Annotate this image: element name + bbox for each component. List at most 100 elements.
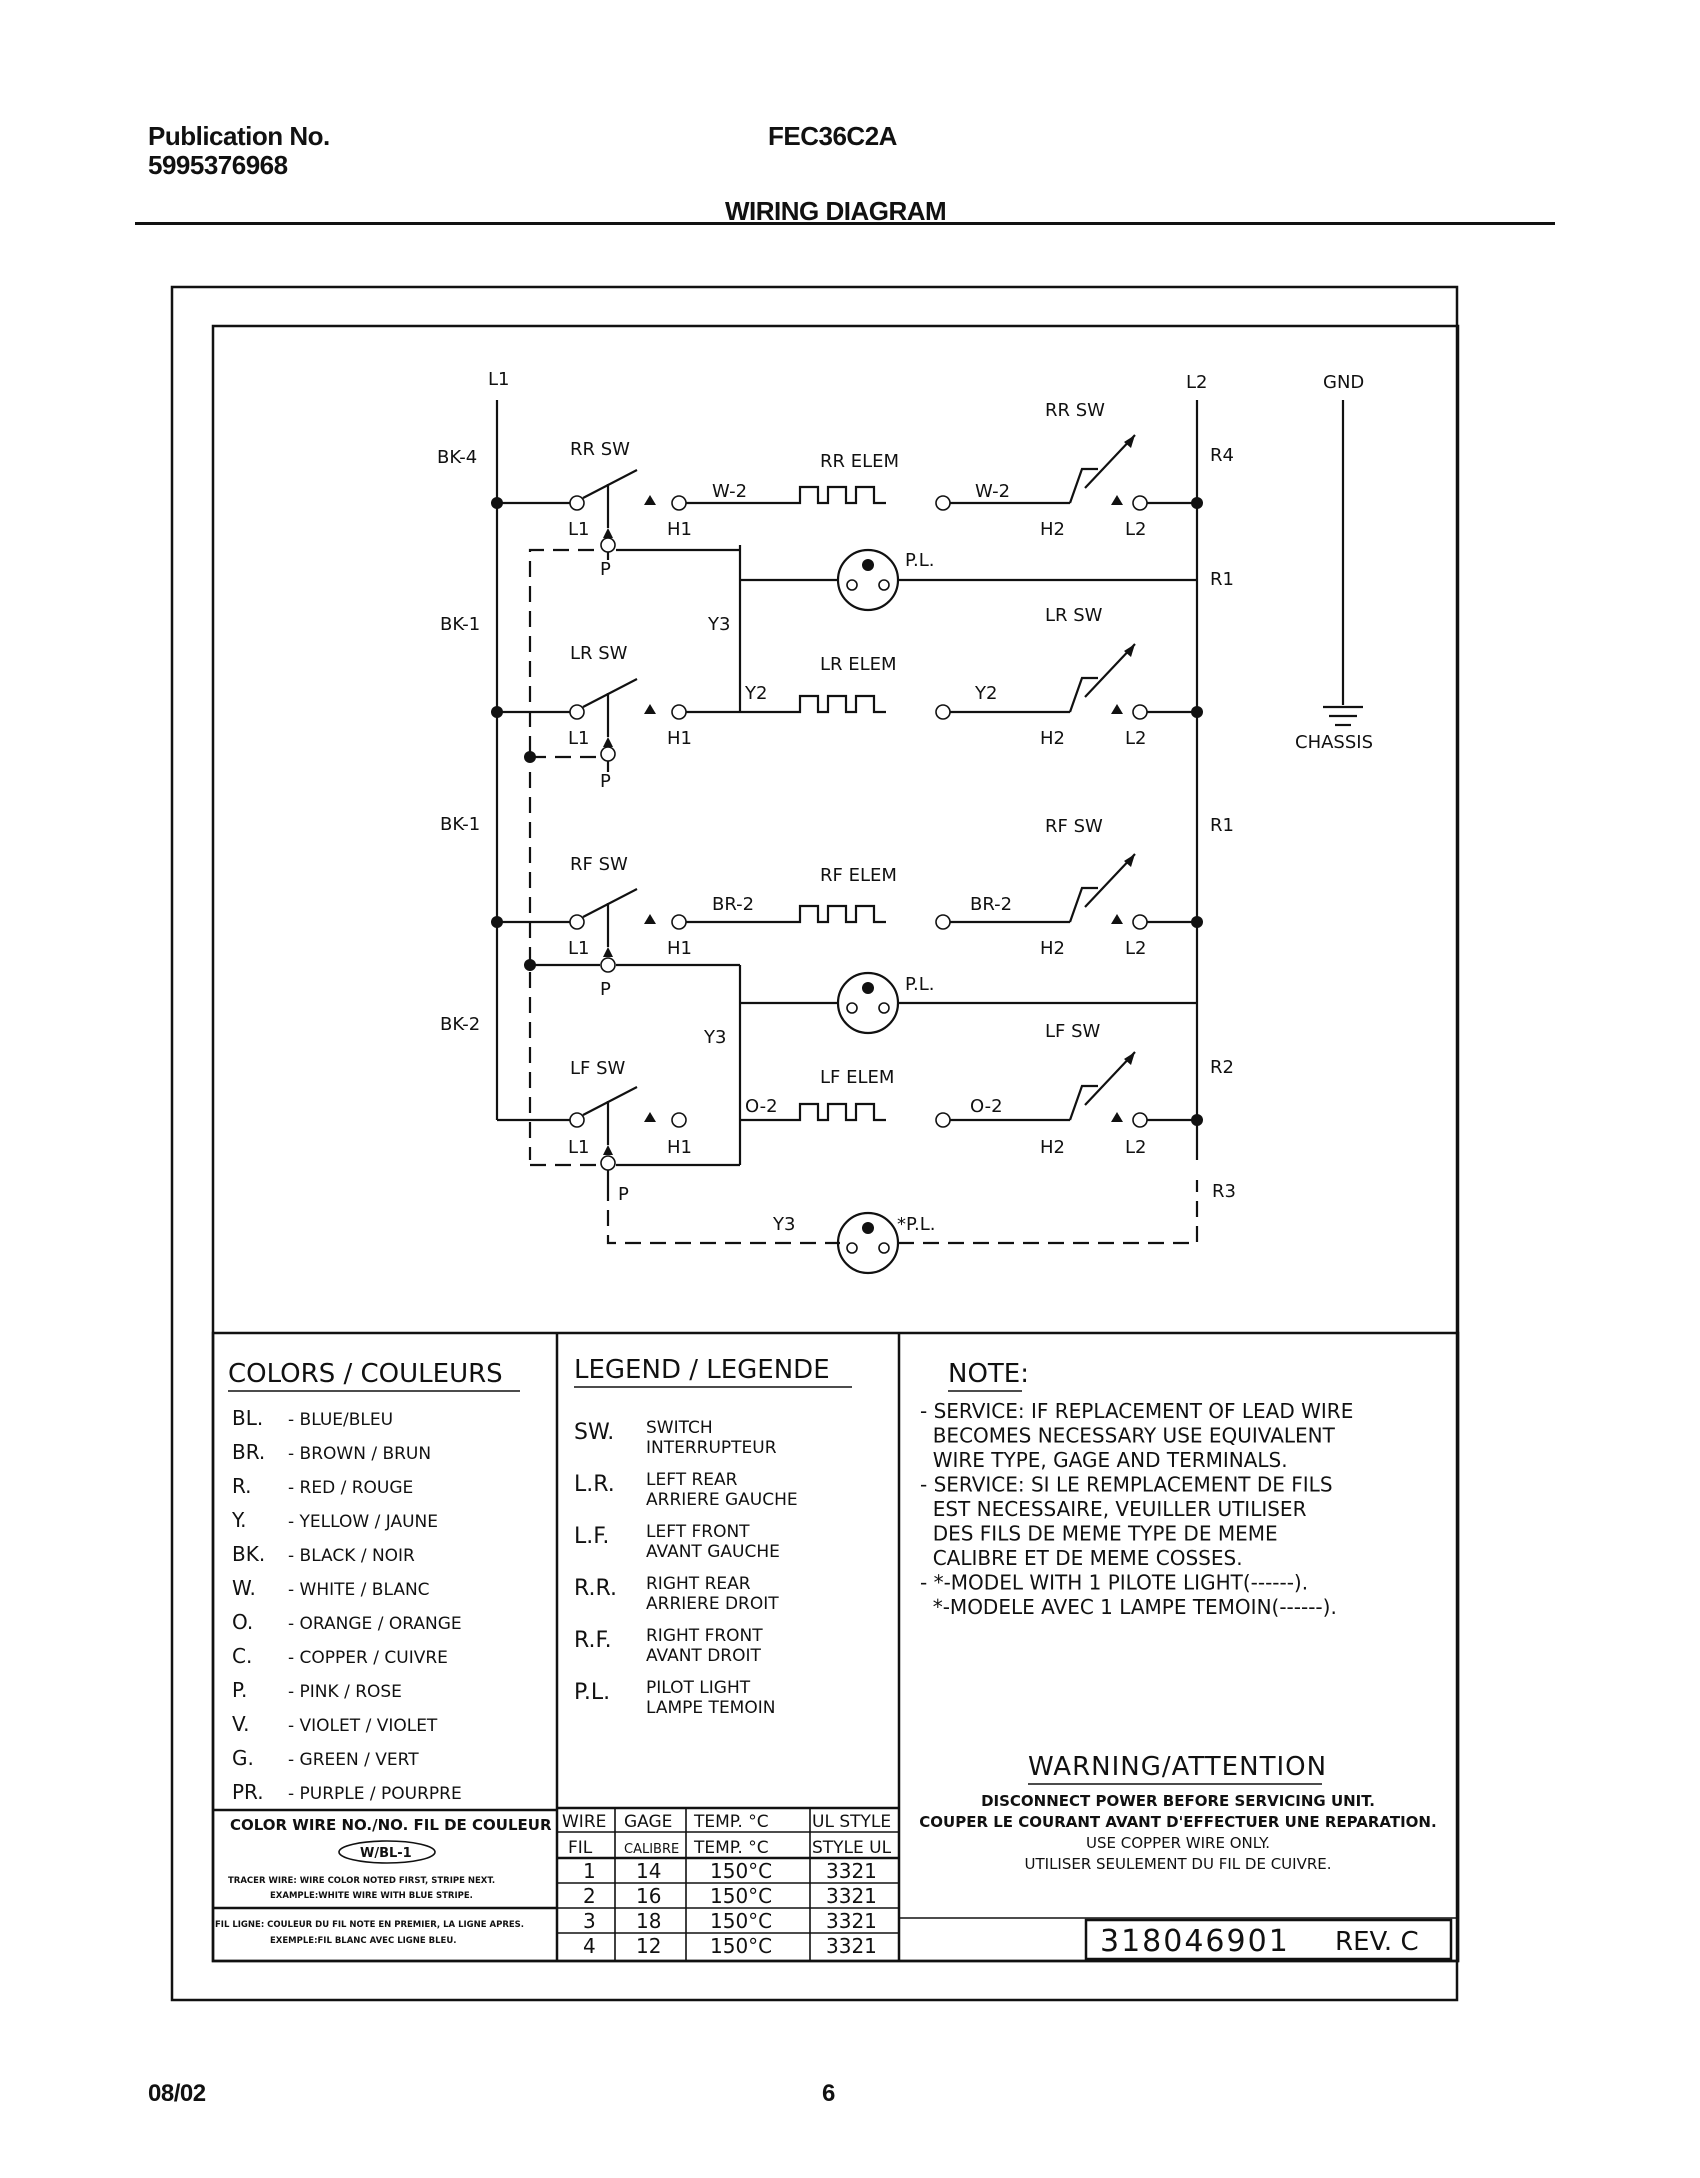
row-rr: RR SW RR ELEM W-2 W-2 RR SW L1 H1 P H2 L… — [491, 400, 1203, 580]
outer-frame — [170, 285, 1459, 2002]
color-code: C. — [232, 1644, 252, 1668]
svg-text:BR-2: BR-2 — [712, 894, 754, 915]
right-label-2: R1 — [1210, 569, 1234, 590]
svg-text:L1: L1 — [568, 1137, 589, 1158]
svg-text:L2: L2 — [1125, 1137, 1146, 1158]
wire-table-header: UL STYLE — [812, 1812, 891, 1832]
legend-fr: AVANT DROIT — [646, 1646, 762, 1666]
svg-text:Y3: Y3 — [707, 614, 730, 635]
note-title: NOTE: — [948, 1359, 1029, 1389]
svg-text:EXAMPLE:WHITE WIRE WITH BLUE S: EXAMPLE:WHITE WIRE WITH BLUE STRIPE. — [270, 1891, 473, 1901]
svg-text:LR SW: LR SW — [570, 643, 628, 664]
row-lf: LF SW LF ELEM O-2 O-2 LF SW L1 H1 H2 L2 … — [497, 1021, 1203, 1205]
color-code: O. — [232, 1610, 253, 1634]
svg-text:BR-2: BR-2 — [970, 894, 1012, 915]
note-list: - SERVICE: IF REPLACEMENT OF LEAD WIRE B… — [920, 1399, 1353, 1619]
part-number: 318046901 — [1100, 1924, 1290, 1959]
legend-en: RIGHT REAR — [646, 1574, 751, 1594]
svg-text:LF SW: LF SW — [1045, 1021, 1101, 1042]
note-line: EST NECESSAIRE, VEUILLER UTILISER — [920, 1497, 1307, 1521]
legend-fr: ARRIERE DROIT — [646, 1594, 779, 1614]
left-label-4: BK-2 — [440, 1014, 480, 1035]
svg-text:LR ELEM: LR ELEM — [820, 654, 897, 675]
l2-label: L2 — [1186, 372, 1207, 393]
svg-text:FIL LIGNE: COULEUR DU FIL NOTE: FIL LIGNE: COULEUR DU FIL NOTE EN PREMIE… — [215, 1920, 524, 1930]
svg-text:H1: H1 — [667, 1137, 692, 1158]
wire-table-cell: 16 — [636, 1884, 661, 1908]
part-number-box — [1084, 1918, 1453, 1961]
wire-table-cell: 3 — [583, 1909, 596, 1933]
note-line: WIRE TYPE, GAGE AND TERMINALS. — [920, 1448, 1288, 1472]
svg-text:L2: L2 — [1125, 728, 1146, 749]
color-name: - PINK / ROSE — [288, 1682, 402, 1702]
chassis-label: CHASSIS — [1295, 732, 1373, 753]
wire-table-header: WIRE — [562, 1812, 606, 1832]
wire-table-cell: 1 — [583, 1859, 596, 1883]
wire-table-cell: 14 — [636, 1859, 661, 1883]
wire-table-cell: 2 — [583, 1884, 596, 1908]
wire-table-cell: 3321 — [826, 1909, 877, 1933]
warning-line: UTILISER SEULEMENT DU FIL DE CUIVRE. — [1025, 1855, 1332, 1873]
svg-text:H1: H1 — [667, 519, 692, 540]
svg-text:O-2: O-2 — [970, 1096, 1003, 1117]
color-code: V. — [232, 1712, 249, 1736]
svg-text:H2: H2 — [1040, 938, 1065, 959]
wire-table-cell: 12 — [636, 1934, 661, 1958]
wire-table-header: TEMP. °C — [693, 1812, 769, 1832]
svg-text:W-2: W-2 — [712, 481, 747, 502]
legend-code: R.R. — [574, 1576, 617, 1601]
legend-en: RIGHT FRONT — [646, 1626, 763, 1646]
svg-text:L1: L1 — [568, 519, 589, 540]
wire-table-cell: 150°C — [710, 1884, 772, 1908]
wire-example-badge — [338, 1840, 436, 1864]
note-line: - SERVICE: IF REPLACEMENT OF LEAD WIRE — [920, 1399, 1353, 1423]
legend-fr: INTERRUPTEUR — [646, 1438, 777, 1458]
color-code: PR. — [232, 1780, 264, 1804]
revision: REV. C — [1335, 1927, 1419, 1957]
row-lr: LR SW LR ELEM Y2 Y2 LR SW L1 H1 P H2 L2 — [491, 605, 1203, 792]
wire-table-cell: 18 — [636, 1909, 661, 1933]
svg-text:L1: L1 — [568, 728, 589, 749]
right-label-5: R3 — [1212, 1181, 1236, 1202]
svg-text:P: P — [600, 559, 611, 580]
wire-table-cell: 150°C — [710, 1934, 772, 1958]
right-label-1: R4 — [1210, 445, 1234, 466]
legend-fr: LAMPE TEMOIN — [646, 1698, 775, 1718]
wire-table-header: FIL — [568, 1838, 593, 1858]
section-title: WIRING DIAGRAM — [725, 196, 947, 226]
warning-line: USE COPPER WIRE ONLY. — [1086, 1834, 1270, 1852]
color-code: BL. — [232, 1406, 263, 1430]
legend-code: P.L. — [574, 1680, 610, 1705]
svg-text:TRACER WIRE: WIRE COLOR NOTED: TRACER WIRE: WIRE COLOR NOTED FIRST, STR… — [228, 1876, 495, 1886]
right-label-4: R2 — [1210, 1057, 1234, 1078]
legend-title: LEGEND / LEGENDE — [574, 1355, 830, 1385]
right-label-3: R1 — [1210, 815, 1234, 836]
wire-no-title: COLOR WIRE NO./NO. FIL DE COULEUR — [230, 1816, 552, 1834]
svg-text:H2: H2 — [1040, 519, 1065, 540]
svg-text:H2: H2 — [1040, 1137, 1065, 1158]
left-label-2: BK-1 — [440, 614, 480, 635]
color-name: - WHITE / BLANC — [288, 1580, 430, 1600]
svg-text:Y2: Y2 — [974, 683, 997, 704]
note-line: BECOMES NECESSARY USE EQUIVALENT — [920, 1424, 1336, 1448]
l1-label: L1 — [488, 369, 509, 390]
dashed-loop-1 — [528, 548, 600, 752]
svg-text:L1: L1 — [568, 938, 589, 959]
model-number: FEC36C2A — [768, 121, 897, 151]
svg-text:O-2: O-2 — [745, 1096, 778, 1117]
svg-text:LF SW: LF SW — [570, 1058, 626, 1079]
svg-text:H1: H1 — [667, 728, 692, 749]
publication-number: 5995376968 — [148, 150, 288, 180]
svg-text:LF ELEM: LF ELEM — [820, 1067, 894, 1088]
note-line: *-MODELE AVEC 1 LAMPE TEMOIN(------). — [920, 1595, 1337, 1619]
color-code: R. — [232, 1474, 252, 1498]
pilot-light-1: P.L. — [738, 545, 1197, 705]
svg-text:RF SW: RF SW — [1045, 816, 1103, 837]
legend-en: LEFT REAR — [646, 1470, 738, 1490]
svg-text:Y3: Y3 — [703, 1027, 726, 1048]
svg-text:LR SW: LR SW — [1045, 605, 1103, 626]
svg-text:P.L.: P.L. — [905, 550, 935, 571]
